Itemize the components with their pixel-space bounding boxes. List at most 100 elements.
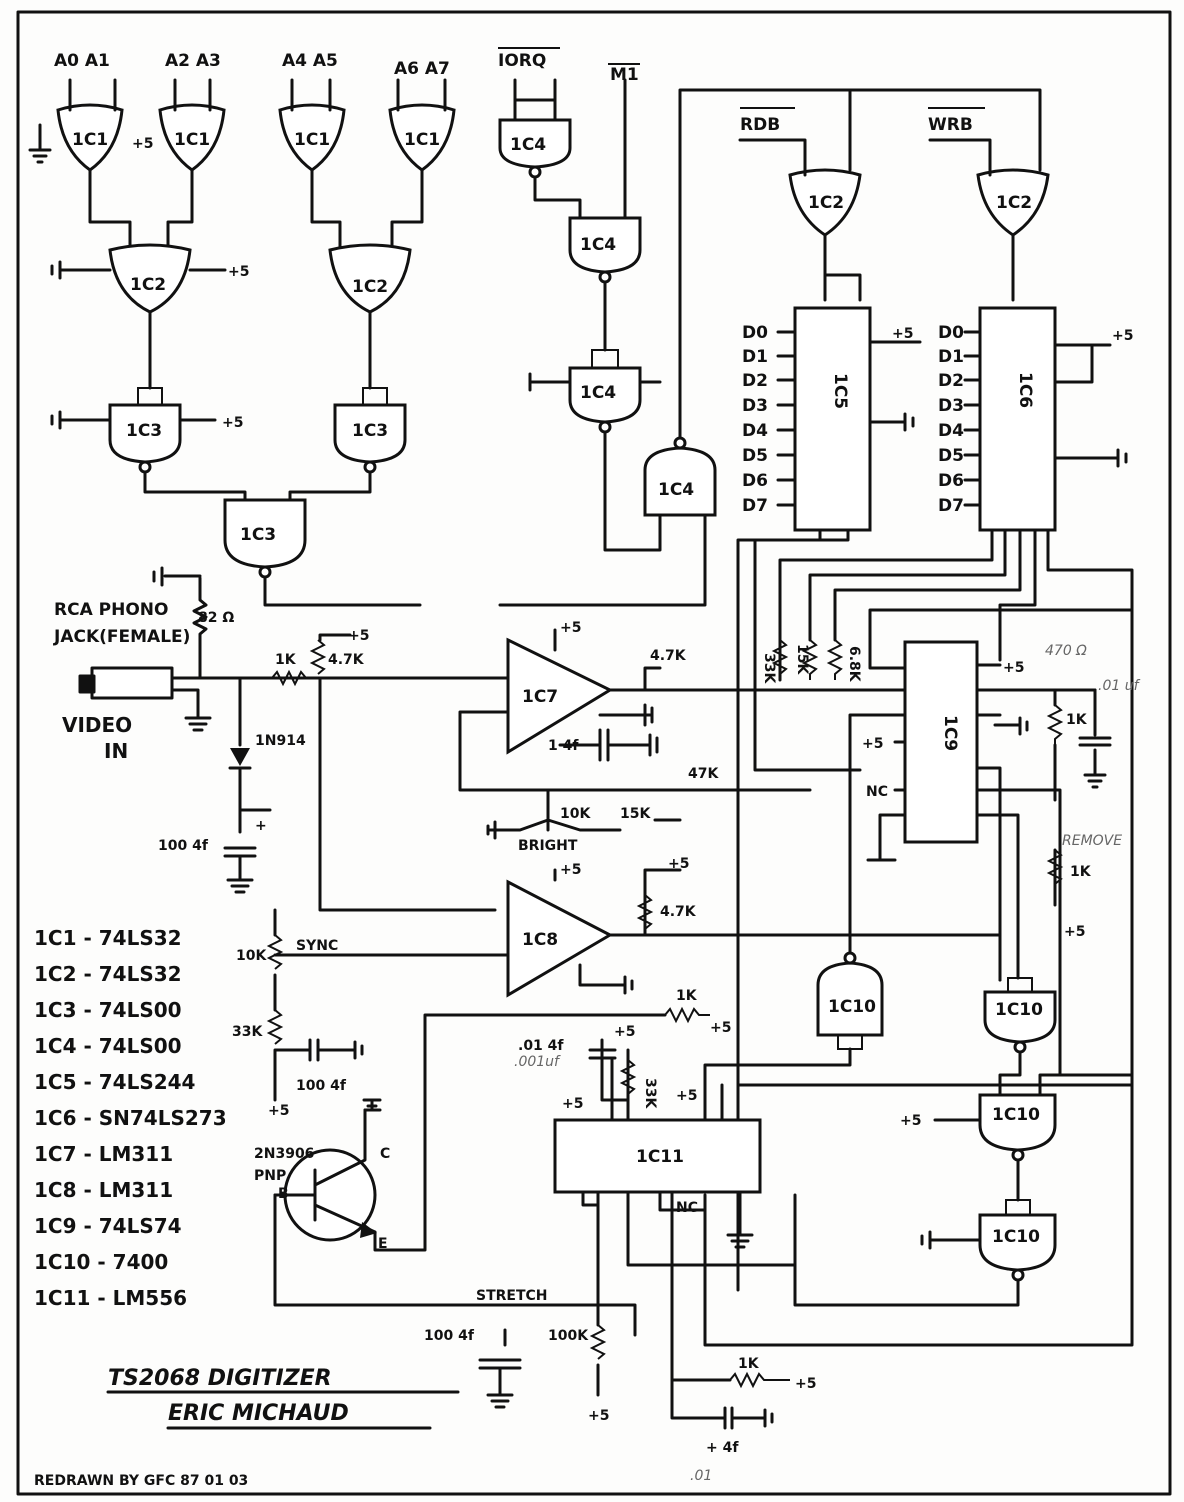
- svg-text:100 4f: 100 4f: [158, 838, 209, 854]
- svg-text:+5: +5: [1003, 660, 1024, 676]
- svg-text:1K: 1K: [1066, 712, 1088, 728]
- svg-text:D3: D3: [742, 396, 768, 416]
- svg-text:+5: +5: [614, 1024, 635, 1040]
- bright-label: BRIGHT: [518, 838, 578, 854]
- wrb-label: WRB: [928, 115, 973, 135]
- pin-a2-a3: A2 A3: [165, 51, 221, 71]
- ic2a-label: 1C2: [130, 275, 166, 295]
- ic7-comparator: [506, 637, 614, 755]
- svg-text:+5: +5: [348, 628, 369, 644]
- ic10-wires: [703, 936, 1134, 1347]
- ic6-label: 1C6: [1015, 372, 1035, 408]
- svg-text:D0: D0: [742, 323, 768, 343]
- svg-text:1K: 1K: [738, 1356, 760, 1372]
- svg-text:1C1 - 74LS32: 1C1 - 74LS32: [34, 926, 182, 950]
- svg-text:.01: .01: [690, 1468, 712, 1484]
- pin-a0-a1: A0 A1: [54, 51, 110, 71]
- svg-text:NC: NC: [676, 1200, 698, 1216]
- svg-text:10K: 10K: [236, 948, 267, 964]
- sync-network: [273, 908, 364, 1102]
- pencil-470: 470 Ω: [1045, 643, 1087, 659]
- svg-text:100K: 100K: [548, 1328, 589, 1344]
- svg-text:+5: +5: [676, 1088, 697, 1104]
- ic1c-label: 1C1: [294, 130, 330, 150]
- svg-text:+5: +5: [892, 326, 913, 342]
- ic8-wires: [273, 868, 1002, 995]
- ic2-wires: [50, 260, 372, 390]
- svg-text:2N3906: 2N3906: [254, 1146, 314, 1162]
- svg-text:6.8K: 6.8K: [846, 646, 862, 683]
- svg-text:1C2: 1C2: [808, 193, 844, 213]
- svg-text:1C4: 1C4: [580, 383, 616, 403]
- svg-text:D7: D7: [742, 496, 768, 516]
- svg-text:.001uf: .001uf: [514, 1054, 561, 1070]
- svg-text:C: C: [380, 1146, 390, 1162]
- title-line-1: TS2068 DIGITIZER: [108, 1366, 332, 1391]
- ic11-wires: [581, 1038, 1134, 1430]
- svg-text:D5: D5: [938, 446, 964, 466]
- m1-label: M1: [610, 65, 639, 85]
- video-in-label-2: IN: [104, 739, 128, 763]
- svg-text:100 4f: 100 4f: [296, 1078, 347, 1094]
- stretch-network: [478, 1303, 637, 1409]
- ic5-chip: [793, 306, 872, 532]
- svg-text:1 4f: 1 4f: [548, 738, 579, 754]
- svg-text:33K: 33K: [232, 1024, 263, 1040]
- ic9-chip: [903, 640, 979, 844]
- rca-label-2: JACK(FEMALE): [53, 627, 190, 647]
- svg-text:D3: D3: [938, 396, 964, 416]
- ic9-label: 1C9: [940, 715, 960, 751]
- svg-text:1C4: 1C4: [580, 235, 616, 255]
- sheet-border: [16, 10, 1172, 1496]
- svg-text:+5: +5: [668, 856, 689, 872]
- ic2b-label: 1C2: [352, 277, 388, 297]
- svg-text:1C2: 1C2: [996, 193, 1032, 213]
- iorq-label: IORQ: [498, 51, 546, 71]
- svg-text:1C3 - 74LS00: 1C3 - 74LS00: [34, 998, 182, 1022]
- ic3b-label: 1C3: [352, 421, 388, 441]
- sync-label: SYNC: [296, 938, 338, 954]
- svg-text:1C7 - LM311: 1C7 - LM311: [34, 1142, 173, 1166]
- pullup-resistors: [771, 639, 844, 680]
- ic1-gate-d: [388, 103, 456, 172]
- svg-text:+5: +5: [710, 1020, 731, 1036]
- ic3-vcc: +5: [222, 415, 243, 431]
- svg-text:1C10: 1C10: [992, 1227, 1040, 1247]
- svg-text:PNP: PNP: [254, 1168, 286, 1184]
- svg-text:D0: D0: [938, 323, 964, 343]
- svg-text:1C4: 1C4: [510, 135, 546, 155]
- svg-text:10K: 10K: [560, 806, 591, 822]
- ic10-gates: 1C10 1C10 1C10 1C10: [816, 951, 1057, 1282]
- ic1-vcc-label: +5: [132, 136, 153, 152]
- ic3a-label: 1C3: [126, 421, 162, 441]
- ic11-chip: [553, 1118, 762, 1194]
- svg-text:1K: 1K: [1070, 864, 1092, 880]
- ic1b-label: 1C1: [174, 130, 210, 150]
- svg-text:+5: +5: [560, 862, 581, 878]
- svg-text:1K: 1K: [676, 988, 698, 1004]
- svg-text:+ 4f: + 4f: [706, 1440, 739, 1456]
- svg-text:1C4 - 74LS00: 1C4 - 74LS00: [34, 1034, 182, 1058]
- svg-text:+5: +5: [562, 1096, 583, 1112]
- svg-text:1N914: 1N914: [255, 733, 306, 749]
- svg-text:+5: +5: [900, 1113, 921, 1129]
- svg-text:D1: D1: [742, 347, 768, 367]
- ic6-data-labels: D0 D1 D2 D3 D4 D5 D6 D7: [938, 323, 964, 516]
- ic2-vcc: +5: [228, 264, 249, 280]
- ic3-gates: 1C3 1C3: [108, 387, 407, 474]
- ic7-wires: [318, 628, 907, 840]
- svg-text:B: B: [278, 1186, 289, 1202]
- ic6-pins: [778, 330, 1134, 1077]
- svg-text:15K: 15K: [794, 644, 810, 675]
- ic2-rw-gates: 1C2 1C2: [788, 168, 1050, 237]
- ic5-pins: [736, 330, 922, 1292]
- svg-text:82 Ω: 82 Ω: [198, 610, 234, 626]
- address-wires: [28, 78, 447, 252]
- rdb-label: RDB: [740, 115, 780, 135]
- svg-text:1C9 - 74LS74: 1C9 - 74LS74: [34, 1214, 182, 1238]
- rw-wires: [738, 138, 1015, 302]
- svg-text:1C5 - 74LS244: 1C5 - 74LS244: [34, 1070, 195, 1094]
- svg-text:1C2 - 74LS32: 1C2 - 74LS32: [34, 962, 182, 986]
- svg-text:+5: +5: [1112, 328, 1133, 344]
